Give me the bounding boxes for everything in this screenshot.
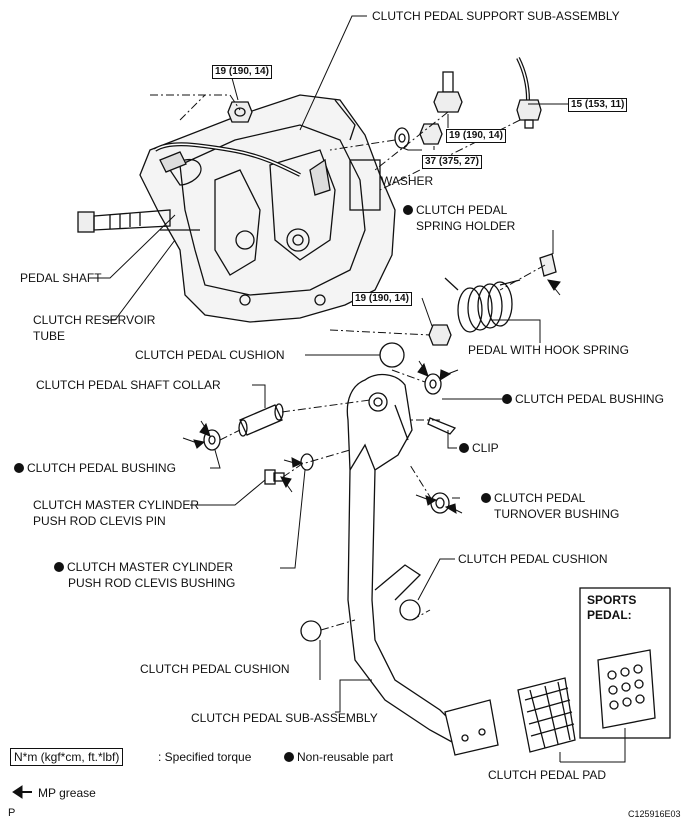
label-spring-holder: CLUTCH PEDAL — [403, 203, 507, 217]
legend-torque-unit: N*m (kgf*cm, ft.*lbf) — [10, 748, 124, 766]
reservoir-tube — [153, 142, 301, 177]
cushion-top-part — [379, 342, 405, 368]
non-reusable-icon — [284, 752, 294, 762]
non-reusable-icon — [54, 562, 64, 572]
non-reusable-icon — [481, 493, 491, 503]
label-bushing-left: CLUTCH PEDAL BUSHING — [14, 461, 176, 475]
legend-non-reusable: Non-reusable part — [284, 750, 393, 764]
corner-letter: P — [8, 807, 16, 819]
torque-nut-washer: 37 (375, 27) — [422, 155, 482, 169]
torque-bolt-top: 19 (190, 14) — [446, 129, 506, 143]
label-turnover-bushing: CLUTCH PEDAL — [481, 491, 585, 505]
label-reservoir-tube-2: TUBE — [33, 329, 66, 343]
torque-nut-top-left: 19 (190, 14) — [212, 65, 272, 79]
clevis-bushing-part — [300, 453, 314, 471]
pedal-pad-part — [517, 677, 576, 753]
label-clevis-pin-2: PUSH ROD CLEVIS PIN — [33, 514, 166, 528]
label-washer: WASHER — [381, 174, 434, 188]
label-shaft-collar: CLUTCH PEDAL SHAFT COLLAR — [36, 378, 221, 392]
label-pedal-pad: CLUTCH PEDAL PAD — [488, 768, 607, 782]
sports-pedal-title: SPORTS PEDAL: — [587, 593, 637, 622]
nut-lower — [428, 324, 452, 346]
label-clevis-pin: CLUTCH MASTER CYLINDER — [33, 498, 200, 512]
label-clip: CLIP — [459, 441, 499, 455]
pedal-arm — [346, 373, 461, 743]
pedal-support-bracket — [139, 94, 396, 323]
bushing-right-part — [424, 373, 442, 395]
pedal-shaft-bolt — [77, 209, 171, 233]
non-reusable-icon — [403, 205, 413, 215]
label-clevis-bushing: CLUTCH MASTER CYLINDER — [54, 560, 233, 574]
turnover-bushing-part — [430, 492, 450, 514]
cushion-right-part — [399, 599, 421, 621]
clip-part — [427, 417, 457, 435]
washer-part — [394, 127, 410, 149]
non-reusable-icon — [14, 463, 24, 473]
non-reusable-icon — [459, 443, 469, 453]
tube-fitting — [516, 57, 542, 129]
label-support-sub-assembly: CLUTCH PEDAL SUPPORT SUB-ASSEMBLY — [372, 9, 620, 23]
label-turnover-bushing-2: TURNOVER BUSHING — [494, 507, 620, 521]
nut-washer — [419, 123, 443, 145]
legend-torque-desc: : Specified torque — [158, 750, 252, 764]
label-clevis-bushing-2: PUSH ROD CLEVIS BUSHING — [68, 576, 236, 590]
figure-id: C125916E03 — [628, 809, 681, 819]
label-cushion-top: CLUTCH PEDAL CUSHION — [135, 348, 285, 362]
label-bushing-right: CLUTCH PEDAL BUSHING — [502, 392, 664, 406]
hook-spring-part — [444, 277, 521, 333]
nut-top-left — [227, 101, 253, 123]
label-hook-spring: PEDAL WITH HOOK SPRING — [468, 343, 629, 357]
label-reservoir-tube: CLUTCH RESERVOIR — [33, 313, 156, 327]
torque-nut-lower: 19 (190, 14) — [352, 292, 412, 306]
legend-mp-grease: MP grease — [38, 786, 96, 800]
sports-pedal-part — [597, 649, 656, 729]
non-reusable-icon — [502, 394, 512, 404]
label-pedal-shaft: PEDAL SHAFT — [20, 271, 102, 285]
cushion-left-part — [300, 620, 322, 642]
label-cushion-left: CLUTCH PEDAL CUSHION — [140, 662, 290, 676]
clevis-pin-part — [264, 469, 285, 485]
pedal-foot — [444, 699, 499, 756]
bolt-top — [433, 71, 463, 113]
label-spring-holder-2: SPRING HOLDER — [416, 219, 516, 233]
spring-holder-part — [539, 253, 557, 277]
torque-tube-fitting: 15 (153, 11) — [568, 98, 628, 112]
shaft-collar-part — [238, 403, 284, 437]
label-pedal-sub-assembly: CLUTCH PEDAL SUB-ASSEMBLY — [191, 711, 378, 725]
label-cushion-right: CLUTCH PEDAL CUSHION — [458, 552, 608, 566]
